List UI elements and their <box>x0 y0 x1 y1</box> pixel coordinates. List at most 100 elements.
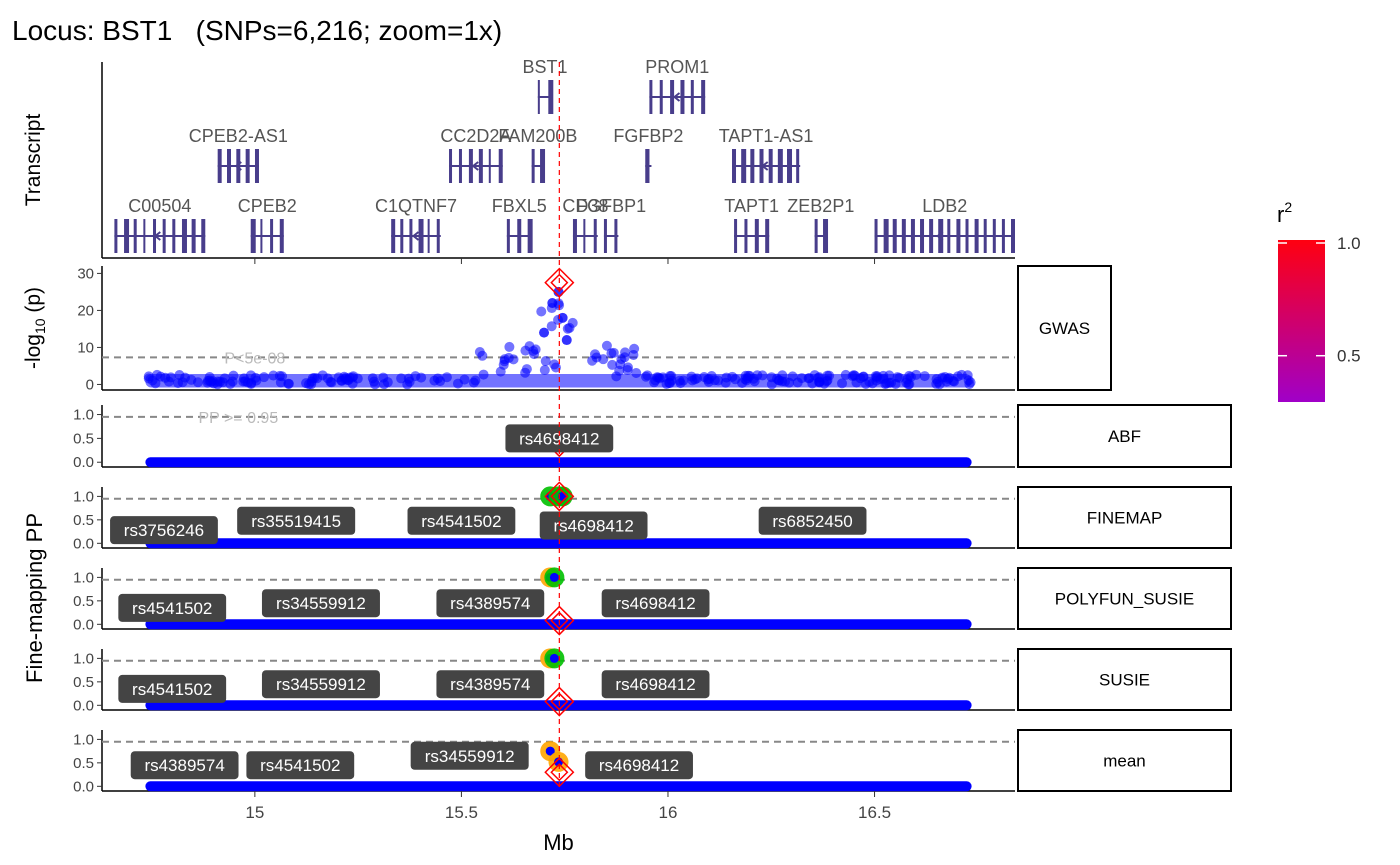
snp-label-text: rs4541502 <box>260 756 340 775</box>
finemap-ylabel: Fine-mapping PP <box>22 513 47 683</box>
gene-exon <box>992 219 996 253</box>
snp-label-box <box>246 751 355 780</box>
snp-point <box>499 356 510 367</box>
y-tick-label: 0 <box>86 376 94 393</box>
gene-exon <box>478 149 483 183</box>
snp-point <box>478 369 489 380</box>
gene-exon <box>603 219 607 253</box>
y-tick-label: 0.5 <box>73 755 94 772</box>
gene-tapt1-as1: TAPT1-AS1 <box>719 126 814 183</box>
y-tick-label: 1.0 <box>73 407 94 424</box>
gene-label: CPEB2-AS1 <box>189 126 288 146</box>
gene-exon <box>114 219 118 253</box>
gene-exon <box>458 149 462 183</box>
snp-point <box>678 375 689 386</box>
snp-point <box>549 359 560 370</box>
snp-band <box>145 700 972 711</box>
snp-point <box>325 376 336 387</box>
y-tick-label: 0.5 <box>73 430 94 447</box>
plot-title: Locus: BST1 (SNPs=6,216; zoom=1x) <box>12 15 502 46</box>
snp-point <box>766 379 777 390</box>
gene-tapt1: TAPT1 <box>724 196 779 253</box>
snp-point <box>640 371 651 382</box>
gene-exon <box>250 219 256 253</box>
gene-exon <box>1001 219 1005 253</box>
snp-label-text: rs35519415 <box>251 512 341 531</box>
gene-label: TAPT1-AS1 <box>719 126 814 146</box>
gene-exon <box>181 219 187 253</box>
snp-point <box>964 379 975 390</box>
snp-point <box>396 373 407 384</box>
snp-point <box>622 362 633 373</box>
snp-point <box>606 348 617 359</box>
snp-label-text: rs4541502 <box>132 680 212 699</box>
snp-label: rs4541502 <box>118 593 227 622</box>
snp-point <box>521 364 532 375</box>
snp-point <box>631 368 642 379</box>
y-tick-label: 0.0 <box>73 616 94 633</box>
gene-exon <box>162 219 166 253</box>
gene-strand-arrow <box>471 161 479 171</box>
y-tick-label: 1.0 <box>73 488 94 505</box>
gene-exon <box>133 219 137 253</box>
x-tick-label: 16.5 <box>858 803 891 822</box>
snp-point <box>165 372 176 383</box>
snp-label-box <box>237 506 356 535</box>
gene-cc2d2a: CC2D2A <box>440 126 511 183</box>
snp-point <box>720 377 731 388</box>
facet-strip-label: POLYFUN_SUSIE <box>1055 590 1195 609</box>
snp-point <box>546 321 557 332</box>
snp-point <box>902 374 913 385</box>
gene-exon <box>236 149 241 183</box>
y-tick-label: 1.0 <box>73 569 94 586</box>
gene-exon <box>983 219 987 253</box>
gene-exon <box>901 219 906 253</box>
gene-exon <box>449 149 453 183</box>
gene-c1qtnf7: C1QTNF7 <box>375 196 457 253</box>
lead-snp-diamond-inner <box>550 692 569 711</box>
gene-exon <box>741 149 747 183</box>
y-tick-label: 30 <box>77 265 94 282</box>
gene-exon <box>270 219 274 253</box>
lead-snp-diamond <box>544 686 575 717</box>
snp-point <box>352 373 363 384</box>
gene-fam200b: FAM200B <box>498 126 577 183</box>
gene-label: C1QTNF7 <box>375 196 457 216</box>
gene-exon <box>874 219 878 253</box>
gene-exon <box>690 80 694 114</box>
gene-exon <box>787 149 793 183</box>
gene-exon <box>734 219 738 253</box>
snp-label-text: rs4541502 <box>132 599 212 618</box>
gene-exon <box>701 80 706 114</box>
snp-label-box <box>118 593 227 622</box>
gene-exon <box>680 80 685 114</box>
y-tick-label: 0.0 <box>73 778 94 795</box>
gene-bst1: BST1 <box>523 57 568 114</box>
gene-label: BST1 <box>523 57 568 77</box>
x-tick-label: 15.5 <box>445 803 478 822</box>
gene-label: FAM200B <box>498 126 577 146</box>
snp-label: rs3756246 <box>110 516 218 545</box>
snp-label-box <box>601 670 710 699</box>
gene-exon <box>938 219 944 253</box>
snp-label: rs4541502 <box>407 506 516 535</box>
snp-point <box>495 366 506 377</box>
y-tick-label: 0.0 <box>73 697 94 714</box>
y-tick-label: 1.0 <box>73 650 94 667</box>
x-tick-label: 16 <box>659 803 678 822</box>
gene-exon <box>201 219 206 253</box>
snp-label: rs34559912 <box>261 589 380 618</box>
gene-exon <box>488 149 491 183</box>
snp-point <box>242 377 253 388</box>
snp-label-box <box>601 589 710 618</box>
facet-strip <box>1017 567 1232 630</box>
gene-fbxl5: FBXL5 <box>492 196 547 253</box>
snp-point <box>477 350 488 361</box>
gene-label: CC2D2A <box>440 126 511 146</box>
y-tick-label: 0.0 <box>73 535 94 552</box>
gene-exon <box>227 149 232 183</box>
snp-point <box>620 347 631 358</box>
snp-label-box <box>539 511 648 540</box>
